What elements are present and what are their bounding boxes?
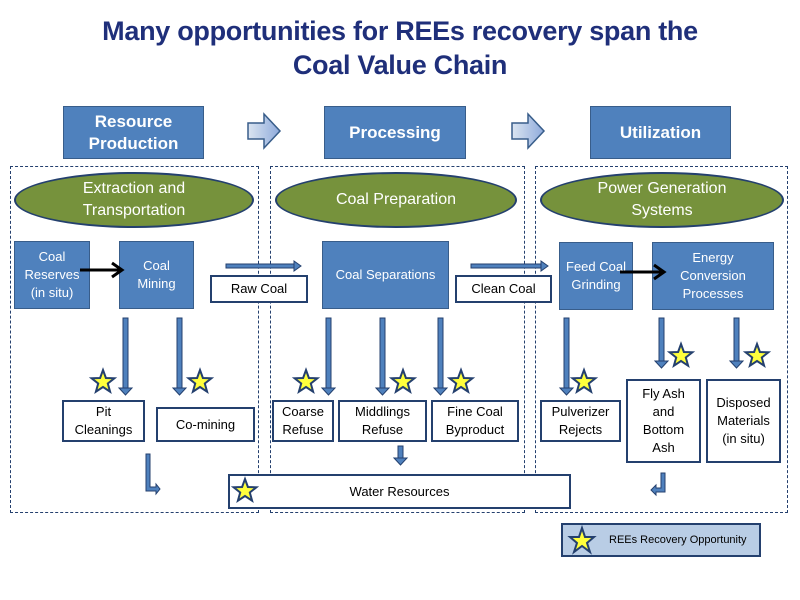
stage-label: Utilization bbox=[619, 122, 702, 142]
output-pulverizer-rejects: Pulverizer Rejects bbox=[540, 400, 621, 442]
output-disposed-materials: Disposed Materials (in situ) bbox=[706, 379, 781, 463]
oval-label: Coal Preparation bbox=[335, 191, 457, 208]
oval-power-generation: Power Generation Systems bbox=[540, 172, 784, 228]
output-coarse-refuse: Coarse Refuse bbox=[272, 400, 334, 442]
box-label: Energy Conversion Processes bbox=[680, 250, 746, 301]
box-coal-separations: Coal Separations bbox=[322, 241, 449, 309]
stage-processing: Processing bbox=[324, 106, 466, 159]
box-label: Coal Separations bbox=[335, 267, 436, 282]
output-label: Coarse Refuse bbox=[282, 404, 324, 437]
legend: REEs Recovery Opportunity bbox=[561, 523, 761, 557]
stage-resource-production: Resource Production bbox=[63, 106, 204, 159]
output-label: Fine Coal Byproduct bbox=[445, 404, 505, 437]
flow-label-text: Clean Coal bbox=[471, 281, 536, 296]
box-coal-reserves: Coal Reserves (in situ) bbox=[14, 241, 90, 309]
flow-label-clean-coal: Clean Coal bbox=[455, 275, 552, 303]
stage-label: Resource Production bbox=[88, 111, 179, 153]
box-label: Feed Coal Grinding bbox=[566, 259, 626, 292]
title-line-1: Many opportunities for REEs recovery spa… bbox=[102, 16, 698, 46]
oval-label: Extraction and Transportation bbox=[82, 180, 186, 219]
box-label: Coal Reserves (in situ) bbox=[24, 249, 80, 300]
oval-extraction-transportation: Extraction and Transportation bbox=[14, 172, 254, 228]
oval-label: Power Generation Systems bbox=[597, 180, 727, 219]
output-label: Water Resources bbox=[349, 483, 450, 499]
output-label: Disposed Materials (in situ) bbox=[716, 395, 771, 446]
star-icon bbox=[567, 525, 597, 555]
output-label: Pit Cleanings bbox=[74, 404, 133, 437]
stage-label: Processing bbox=[349, 122, 441, 142]
output-co-mining: Co-mining bbox=[156, 407, 255, 442]
stage-arrow-2 bbox=[511, 112, 546, 150]
output-label: Co-mining bbox=[175, 416, 236, 432]
legend-label: REEs Recovery Opportunity bbox=[609, 534, 747, 546]
output-label: Pulverizer Rejects bbox=[551, 404, 610, 437]
stage-utilization: Utilization bbox=[590, 106, 731, 159]
zone-utilization bbox=[535, 166, 788, 513]
title-line-2: Coal Value Chain bbox=[292, 50, 508, 80]
output-pit-cleanings: Pit Cleanings bbox=[62, 400, 145, 442]
page-title: Many opportunities for REEs recovery spa… bbox=[0, 14, 800, 82]
flow-label-raw-coal: Raw Coal bbox=[210, 275, 308, 303]
output-fine-coal-byproduct: Fine Coal Byproduct bbox=[431, 400, 519, 442]
output-label: Fly Ash and Bottom Ash bbox=[642, 386, 685, 455]
stage-arrow-1 bbox=[247, 112, 282, 150]
flow-label-text: Raw Coal bbox=[230, 281, 288, 296]
output-label: Middlings Refuse bbox=[355, 404, 410, 437]
box-coal-mining: Coal Mining bbox=[119, 241, 194, 309]
output-water-resources: Water Resources bbox=[228, 474, 571, 509]
zone-processing bbox=[270, 166, 525, 513]
output-fly-ash-bottom-ash: Fly Ash and Bottom Ash bbox=[626, 379, 701, 463]
box-energy-conversion: Energy Conversion Processes bbox=[652, 242, 774, 310]
zone-resource-production bbox=[10, 166, 259, 513]
box-feed-coal-grinding: Feed Coal Grinding bbox=[559, 242, 633, 310]
output-middlings-refuse: Middlings Refuse bbox=[338, 400, 427, 442]
box-label: Coal Mining bbox=[137, 258, 176, 291]
oval-coal-preparation: Coal Preparation bbox=[275, 172, 517, 228]
